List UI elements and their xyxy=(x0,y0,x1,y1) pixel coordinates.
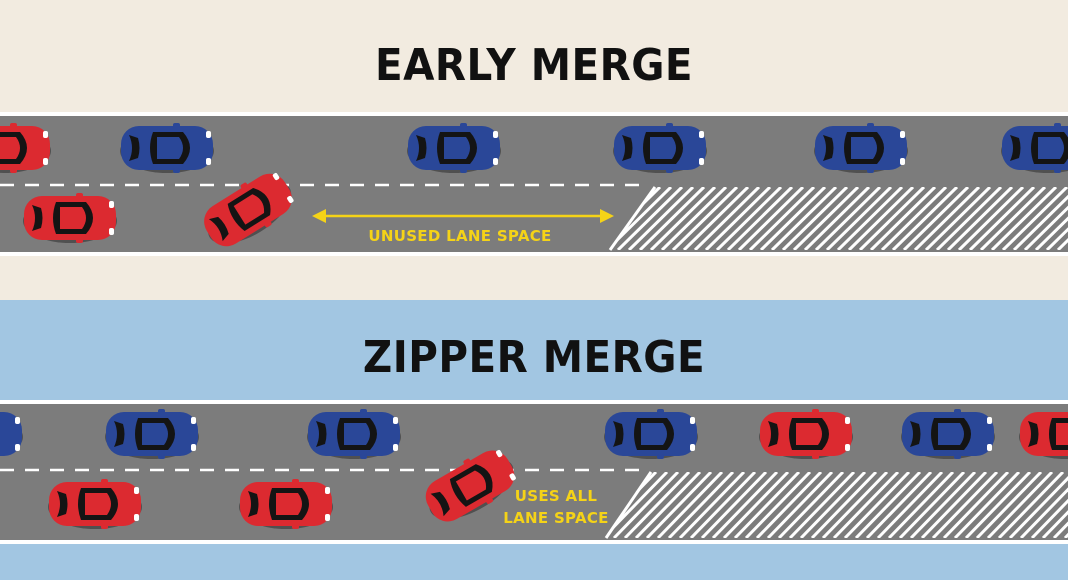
early-merge-title: EARLY MERGE xyxy=(374,40,694,91)
car-blue xyxy=(120,123,214,173)
zipper-merge-road xyxy=(0,400,1068,544)
car-blue xyxy=(0,412,23,456)
car-red xyxy=(239,479,333,529)
zipper-merge-title: ZIPPER MERGE xyxy=(362,332,706,383)
car-red xyxy=(48,479,142,529)
car-red xyxy=(759,409,853,459)
car-red xyxy=(0,123,51,173)
car-blue xyxy=(613,123,707,173)
unused-space-arrow xyxy=(312,209,614,223)
car-blue xyxy=(105,409,199,459)
road-edge-bottom xyxy=(0,540,1068,544)
car-blue xyxy=(604,409,698,459)
uses-all-label-line: USES ALL xyxy=(514,487,598,505)
car-blue xyxy=(307,409,401,459)
car-red xyxy=(425,450,516,522)
road-edge-bottom xyxy=(0,252,1068,256)
car-blue xyxy=(407,123,501,173)
lane-space-label-line: LANE SPACE xyxy=(503,509,609,527)
unused-lane-space-label: UNUSED LANE SPACE xyxy=(368,227,552,245)
car-blue xyxy=(901,409,995,459)
road-edge-top xyxy=(0,400,1068,404)
road-edge-top xyxy=(0,112,1068,116)
early-merge-road xyxy=(0,112,1068,256)
zipper-merge-panel: ZIPPER MERGE USES ALL LANE SPACE xyxy=(0,300,1068,580)
uses-all-lane-space-label: USES ALL LANE SPACE xyxy=(496,485,616,529)
early-merge-panel: EARLY MERGE UNUSED LANE SPACE xyxy=(0,0,1068,300)
car-red xyxy=(23,193,117,243)
car-red xyxy=(204,173,294,247)
car-blue xyxy=(1001,123,1068,173)
car-blue xyxy=(814,123,908,173)
car-red xyxy=(1019,412,1068,459)
